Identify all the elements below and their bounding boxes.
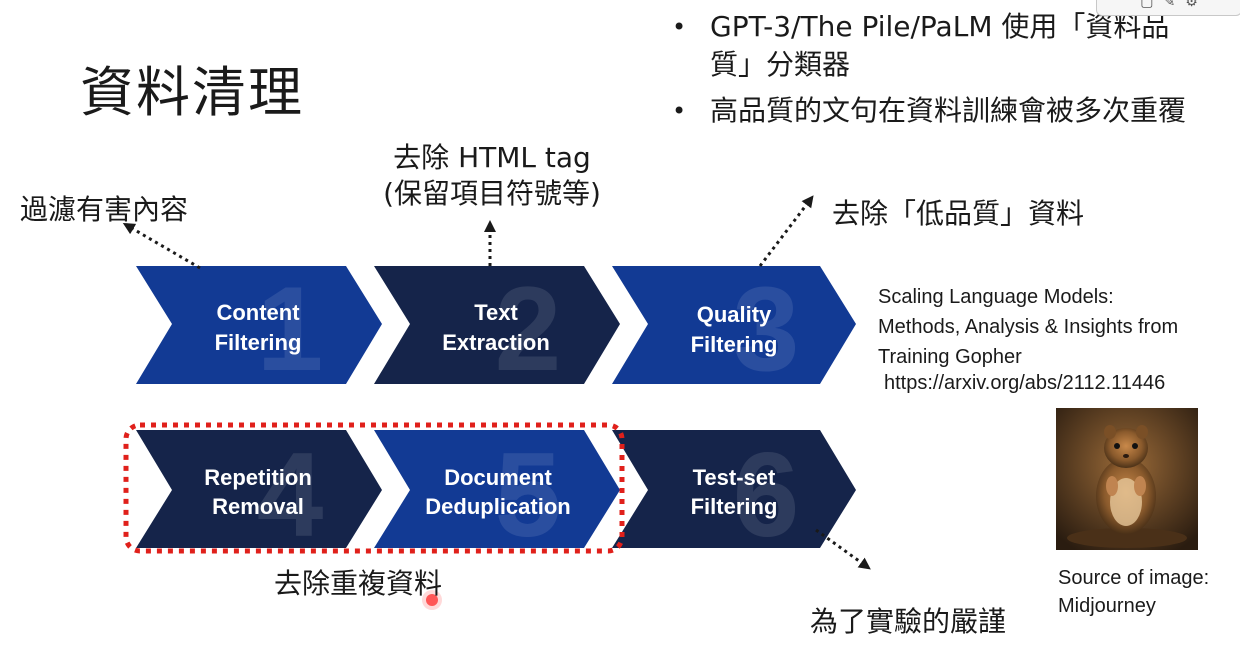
bullet-item: 高品質的文句在資料訓練會被多次重覆 bbox=[668, 92, 1208, 130]
toolbar-icon[interactable]: ▢ bbox=[1140, 0, 1154, 10]
step-5-chevron: 5 Document Deduplication bbox=[374, 428, 620, 562]
squirrel-photo bbox=[1056, 408, 1198, 550]
step-label: Text bbox=[474, 300, 518, 325]
step-label: Quality bbox=[697, 302, 772, 327]
step-label: Deduplication bbox=[425, 494, 570, 519]
reference-line: Scaling Language Models: bbox=[878, 286, 1114, 308]
annotation-rigor: 為了實驗的嚴謹 bbox=[810, 605, 1007, 638]
paper-url[interactable]: https://arxiv.org/abs/2112.11446 bbox=[884, 372, 1166, 394]
step-number: 4 bbox=[257, 428, 324, 562]
image-credit-line: Source of image: bbox=[1058, 567, 1210, 589]
slide-toolbar[interactable]: ▢ ✎ ⚙ bbox=[1096, 0, 1240, 16]
annotation-dedup: 去除重複資料 bbox=[274, 567, 443, 600]
step-label: Filtering bbox=[691, 494, 778, 519]
laser-pointer-glow bbox=[422, 590, 442, 610]
annotation-html-line1: 去除 HTML tag bbox=[393, 141, 591, 174]
step-label: Content bbox=[216, 300, 300, 325]
reference-line: Methods, Analysis & Insights from bbox=[878, 316, 1179, 338]
step-number: 2 bbox=[495, 262, 562, 396]
step-1-chevron: 1 Content Filtering bbox=[136, 262, 382, 396]
bullet-list: GPT-3/The Pile/PaLM 使用「資料品質」分類器 高品質的文句在資… bbox=[668, 8, 1208, 138]
laser-pointer-dot bbox=[426, 594, 438, 606]
arrow-harmful bbox=[122, 222, 201, 270]
step-2-chevron: 2 Text Extraction bbox=[374, 262, 620, 396]
paper-reference: Scaling Language Models: Methods, Analys… bbox=[878, 282, 1228, 372]
arrow-low-quality bbox=[758, 195, 814, 267]
step-label: Filtering bbox=[215, 330, 302, 355]
arrow-rigor bbox=[815, 528, 871, 570]
step-3-chevron: 3 Quality Filtering bbox=[612, 262, 856, 396]
gear-icon[interactable]: ⚙ bbox=[1185, 0, 1198, 10]
step-label: Test-set bbox=[693, 465, 776, 490]
reference-line: Training Gopher bbox=[878, 346, 1022, 368]
step-number: 3 bbox=[733, 262, 800, 396]
image-credit: Source of image: Midjourney bbox=[1058, 564, 1209, 620]
step-label: Filtering bbox=[691, 332, 778, 357]
step-label: Extraction bbox=[442, 330, 550, 355]
annotation-html: 去除 HTML tag (保留項目符號等) bbox=[352, 140, 632, 212]
step-6-chevron: 6 Test-set Filtering bbox=[612, 428, 856, 562]
step-number: 1 bbox=[257, 262, 324, 396]
step-label: Removal bbox=[212, 494, 304, 519]
annotation-html-line2: (保留項目符號等) bbox=[383, 177, 601, 210]
step-4-chevron: 4 Repetition Removal bbox=[136, 428, 382, 562]
step-number: 6 bbox=[733, 428, 800, 562]
toolbar-icon[interactable]: ✎ bbox=[1163, 0, 1176, 10]
dedup-highlight-box bbox=[123, 422, 625, 554]
annotation-low-quality: 去除「低品質」資料 bbox=[832, 197, 1085, 230]
step-label: Repetition bbox=[204, 465, 312, 490]
bullet-item: GPT-3/The Pile/PaLM 使用「資料品質」分類器 bbox=[668, 8, 1208, 84]
annotation-harmful: 過濾有害內容 bbox=[20, 193, 189, 226]
step-number: 5 bbox=[495, 428, 562, 562]
image-credit-line: Midjourney bbox=[1058, 595, 1156, 617]
step-label: Document bbox=[444, 465, 552, 490]
slide-title: 資料清理 bbox=[80, 61, 304, 124]
